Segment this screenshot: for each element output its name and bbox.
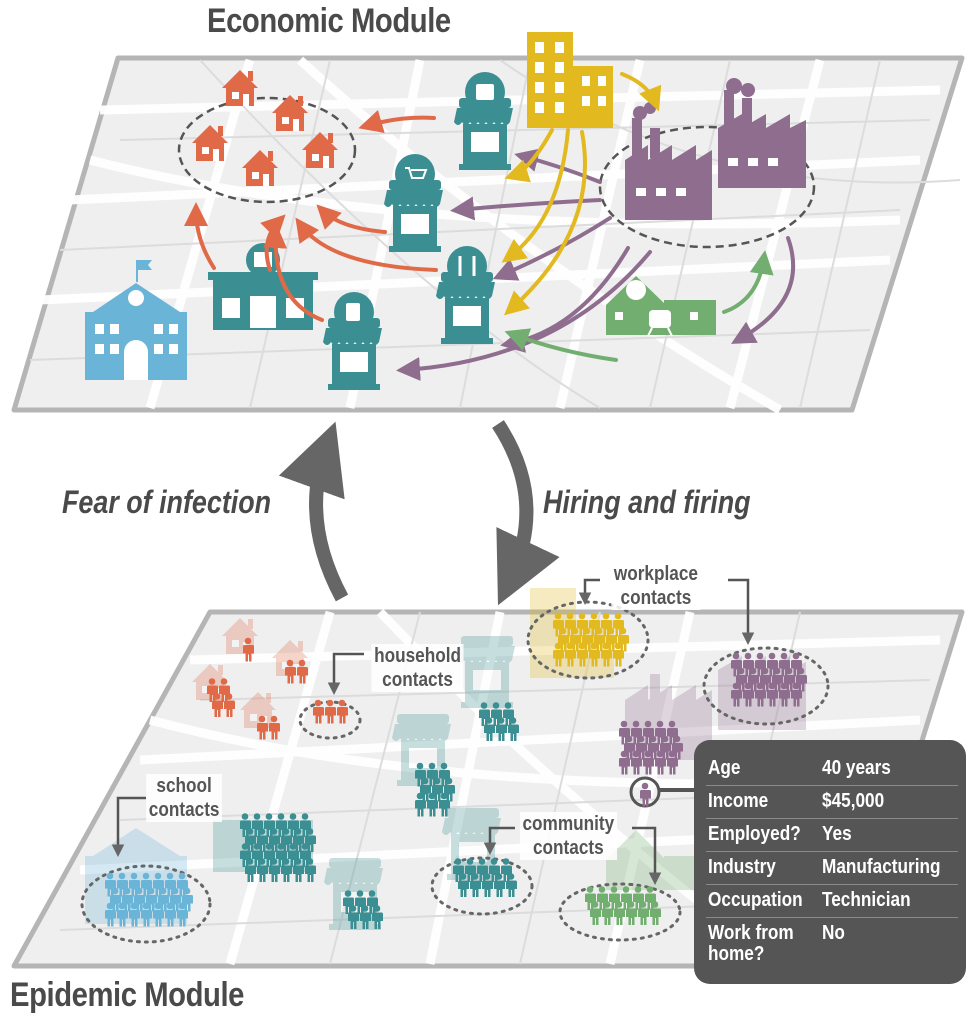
school-building — [85, 260, 187, 380]
workplace-contacts-label: workplace contacts — [611, 562, 701, 610]
agent-attribute-value: $45,000 — [822, 790, 885, 812]
arrow-up — [278, 421, 349, 602]
shop-cluster — [323, 72, 513, 390]
epidemic-module-title: Epidemic Module — [10, 976, 245, 1014]
economic-module-title: Economic Module — [207, 2, 451, 40]
factory-crowd — [619, 720, 683, 775]
shop-crowd — [415, 762, 455, 817]
agent-attribute-row: Employed? Yes — [706, 818, 958, 852]
agent-attribute-row: Industry Manufacturing — [706, 851, 958, 885]
school-crowd — [105, 872, 193, 927]
shopping-cart-icon — [405, 167, 428, 179]
agent-attribute-key: Work from home? — [708, 922, 794, 965]
cinema-building — [208, 243, 318, 330]
agent-attribute-key: Occupation — [708, 889, 803, 911]
feedback-arrows — [278, 420, 560, 606]
agent-attribute-row: Age 40 years — [706, 752, 958, 786]
arrow-down — [492, 420, 560, 606]
factory-cluster — [598, 78, 816, 249]
agent-attribute-value: Manufacturing — [822, 856, 941, 878]
agent-attribute-value: Technician — [822, 889, 911, 911]
fear-of-infection-label: Fear of infection — [62, 484, 272, 520]
community-contacts-label: community contacts — [519, 812, 617, 860]
agent-highlight — [629, 776, 694, 808]
train-station — [606, 276, 716, 337]
beer-mug-icon — [346, 303, 360, 321]
train-icon — [647, 310, 673, 337]
office-building — [527, 32, 613, 128]
hiring-and-firing-label: Hiring and firing — [543, 484, 751, 520]
fork-knife-icon — [458, 256, 476, 276]
agent-attribute-key: Employed? — [708, 823, 801, 845]
shopping-bag-icon — [476, 84, 494, 100]
agent-attribute-key: Industry — [708, 856, 776, 878]
household-cluster — [177, 70, 357, 204]
agent-attribute-row: Occupation Technician — [706, 884, 958, 918]
agent-attribute-value: Yes — [822, 823, 852, 845]
agent-attribute-key: Age — [708, 757, 741, 779]
economic-flows — [184, 72, 796, 381]
agent-attribute-key: Income — [708, 790, 769, 812]
agent-attribute-row: Work from home? No — [706, 917, 958, 973]
agent-attribute-value: No — [822, 922, 845, 944]
school-contacts-label: school contacts — [146, 774, 223, 822]
label-leaders — [111, 578, 755, 885]
agent-attribute-row: Income $45,000 — [706, 785, 958, 819]
household-contacts-label: household contacts — [371, 644, 464, 692]
agent-attribute-value: 40 years — [822, 757, 891, 779]
clock-icon — [128, 290, 144, 306]
